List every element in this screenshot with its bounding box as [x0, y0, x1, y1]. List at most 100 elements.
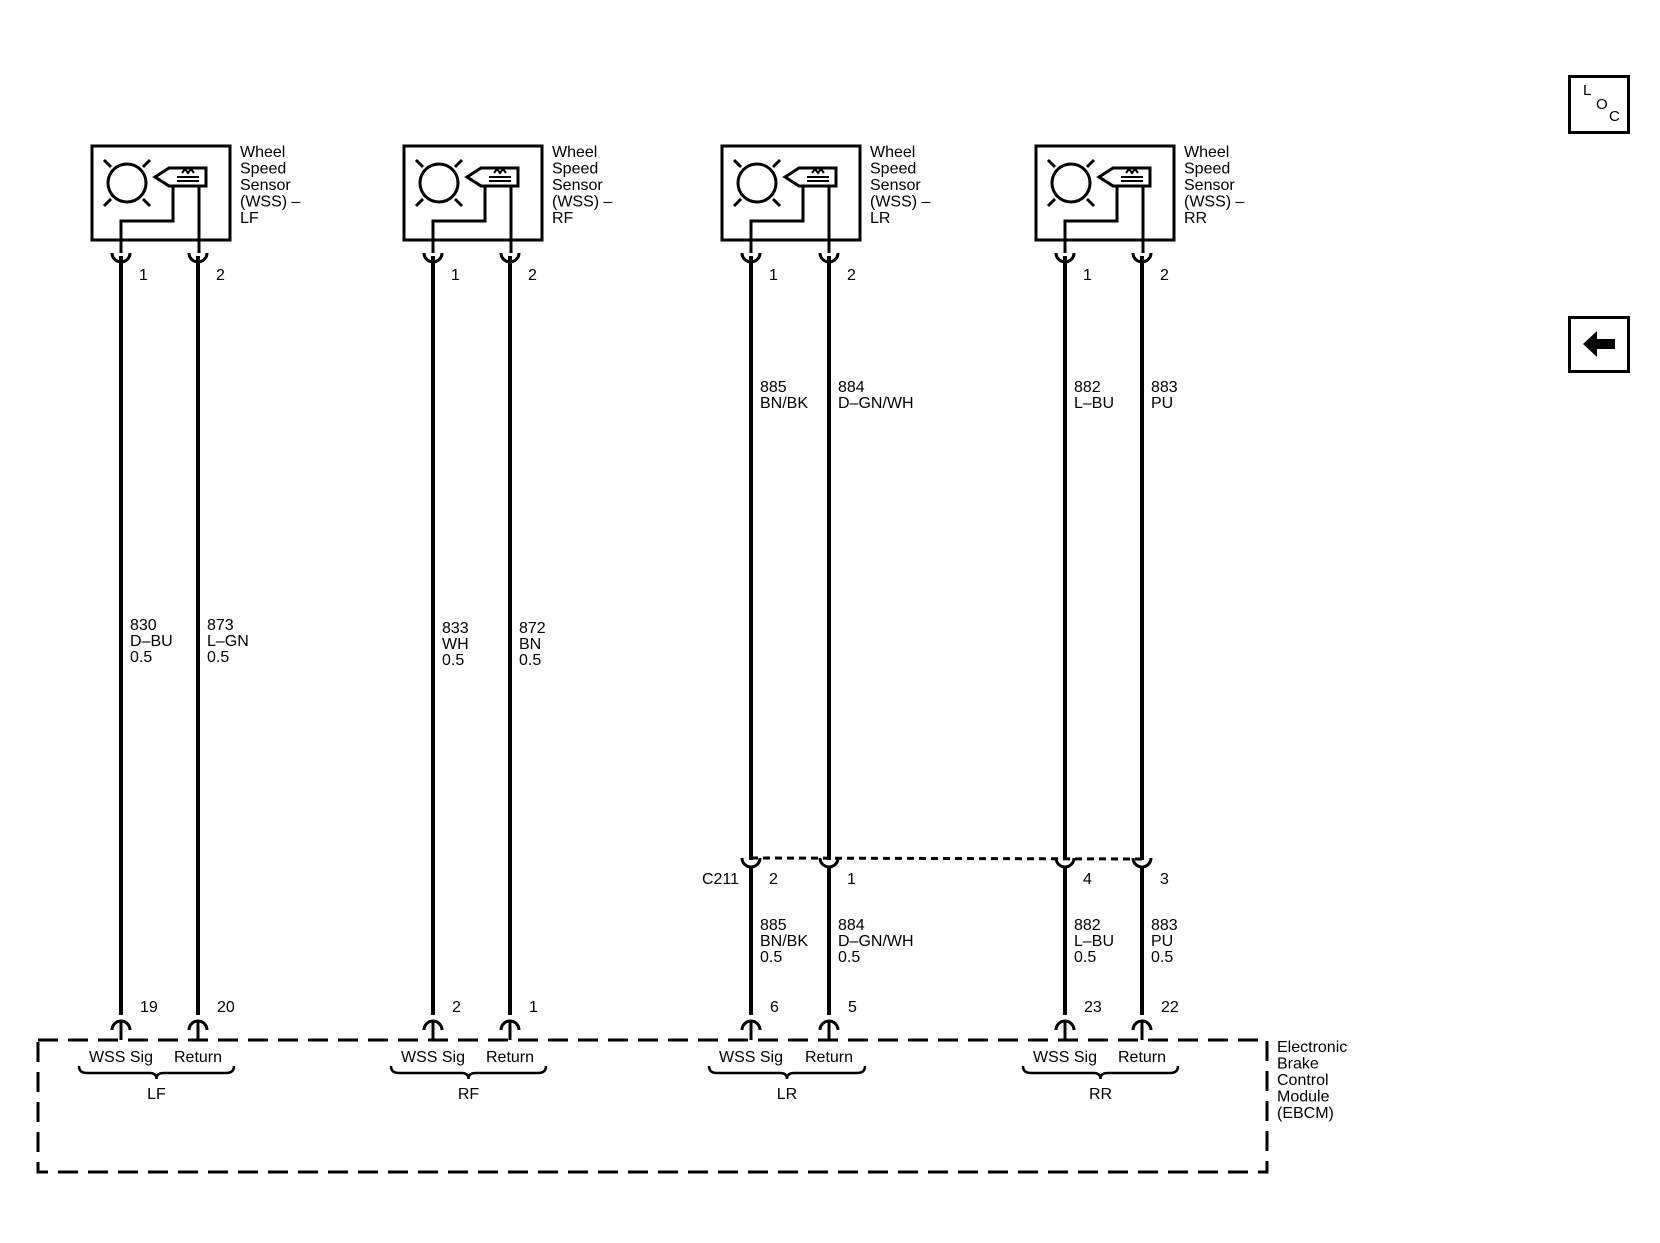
ebcm-group-brace [77, 1065, 236, 1080]
sensor-title-line: Speed [1184, 161, 1230, 178]
sensor-title-line: (WSS) – [552, 194, 613, 211]
ebcm-return-label: Return [805, 1049, 853, 1066]
sensor-title-line: Sensor [870, 177, 921, 194]
wire-circuit-label: 883 [1151, 917, 1178, 934]
sensor-terminal-1 [740, 252, 762, 264]
sensor-terminal-2 [187, 252, 209, 264]
wire-size-label: 0.5 [838, 949, 860, 966]
sensor-title-line: RR [1184, 210, 1207, 227]
loc-letter-l: L [1583, 82, 1592, 99]
ebcm-group-label: LF [147, 1086, 166, 1103]
ebcm-module-label-line: Electronic [1277, 1039, 1347, 1056]
c211-pin-label: 4 [1083, 871, 1092, 888]
sensor-symbol-1 [402, 144, 544, 255]
ebcm-signal-label: WSS Sig [719, 1049, 783, 1066]
sensor-title-line: LR [870, 210, 890, 227]
ebcm-group-label: RR [1089, 1086, 1112, 1103]
sensor-pin-label: 2 [847, 267, 856, 284]
sensor-title-line: (WSS) – [240, 194, 301, 211]
location-view-button[interactable]: L O C [1568, 75, 1630, 134]
wire-color-label: L–GN [207, 633, 249, 650]
ebcm-pin-label: 19 [140, 999, 158, 1016]
wire-color-label: L–BU [1074, 395, 1114, 412]
c211-pin-label: 1 [847, 871, 856, 888]
wire-circuit-label: 873 [207, 617, 234, 634]
sensor-terminal-1 [1054, 252, 1076, 264]
ebcm-module-label-line: Brake [1277, 1056, 1319, 1073]
sensor-terminal-2 [818, 252, 840, 264]
ebcm-pin-label: 20 [217, 999, 235, 1016]
sensor-title-line: Sensor [240, 177, 291, 194]
sensor-title-line: (WSS) – [1184, 194, 1245, 211]
ebcm-return-label: Return [486, 1049, 534, 1066]
wire-circuit-label: 884 [838, 917, 865, 934]
ebcm-return-label: Return [174, 1049, 222, 1066]
ebcm-signal-label: WSS Sig [89, 1049, 153, 1066]
ebcm-signal-label: WSS Sig [1033, 1049, 1097, 1066]
ebcm-return-label: Return [1118, 1049, 1166, 1066]
c211-connector-label: C211 [702, 871, 739, 888]
wire-size-label: 0.5 [1151, 949, 1173, 966]
wire-circuit-label: 883 [1151, 379, 1178, 396]
sensor-title-line: Speed [240, 161, 286, 178]
ebcm-pin-label: 22 [1161, 999, 1179, 1016]
wheel-speed-sensor-2 [720, 144, 862, 255]
wire-color-label: D–GN/WH [838, 933, 914, 950]
wire-color-label: BN/BK [760, 395, 808, 412]
wheel-speed-sensor-1 [402, 144, 544, 255]
sensor-title-line: Sensor [552, 177, 603, 194]
sensor-symbol-3 [1034, 144, 1176, 255]
wheel-speed-sensor-3 [1034, 144, 1176, 255]
ebcm-group-label: LR [777, 1086, 797, 1103]
sensor-title-line: Wheel [240, 144, 285, 161]
back-button[interactable] [1568, 316, 1630, 373]
wire-color-label: BN [519, 636, 541, 653]
wire-color-label: D–BU [130, 633, 173, 650]
ebcm-pin-label: 2 [452, 999, 461, 1016]
wire-circuit-label: 830 [130, 617, 157, 634]
sensor-terminal-1 [422, 252, 444, 264]
sensor-pin-label: 1 [769, 267, 778, 284]
connector-shell-line [750, 856, 1143, 861]
wire-size-label: 0.5 [442, 652, 464, 669]
c211-pin-label: 2 [769, 871, 778, 888]
wire-circuit-label: 882 [1074, 379, 1101, 396]
c211-pin-label: 3 [1160, 871, 1169, 888]
ebcm-pin-label: 6 [770, 999, 779, 1016]
sensor-title-line: Speed [552, 161, 598, 178]
sensor-title-line: Wheel [552, 144, 597, 161]
dashed-lines-layer [36, 856, 1269, 1174]
ebcm-pin-label: 5 [848, 999, 857, 1016]
wires-layer [119, 256, 1144, 1015]
ebcm-group-label: RF [458, 1086, 480, 1103]
sensor-symbol-2 [720, 144, 862, 255]
wire-color-label: D–GN/WH [838, 395, 914, 412]
sensor-title-line: Speed [870, 161, 916, 178]
wire-color-label: WH [442, 636, 469, 653]
wheel-speed-sensor-0 [90, 144, 232, 255]
wire-color-label: L–BU [1074, 933, 1114, 950]
sensor-pin-label: 1 [1083, 267, 1092, 284]
ebcm-group-brace [1021, 1065, 1180, 1080]
wire-color-label: BN/BK [760, 933, 808, 950]
ebcm-group-brace [389, 1065, 548, 1080]
sensor-symbol-0 [90, 144, 232, 255]
ebcm-module-label-line: Control [1277, 1072, 1329, 1089]
loc-letter-o: O [1596, 96, 1608, 113]
sensor-title-line: RF [552, 210, 574, 227]
ebcm-pin-label: 1 [529, 999, 538, 1016]
wire-color-label: PU [1151, 395, 1173, 412]
wire-circuit-label: 882 [1074, 917, 1101, 934]
wire-circuit-label: 872 [519, 620, 546, 637]
wire-size-label: 0.5 [1074, 949, 1096, 966]
ebcm-pin-label: 23 [1084, 999, 1102, 1016]
c211-terminal [818, 857, 840, 869]
sensor-pin-label: 1 [451, 267, 460, 284]
ebcm-group-brace [707, 1065, 867, 1080]
left-arrow-icon [1583, 331, 1615, 357]
wire-size-label: 0.5 [130, 649, 152, 666]
wire-color-label: PU [1151, 933, 1173, 950]
wire-size-label: 0.5 [519, 652, 541, 669]
